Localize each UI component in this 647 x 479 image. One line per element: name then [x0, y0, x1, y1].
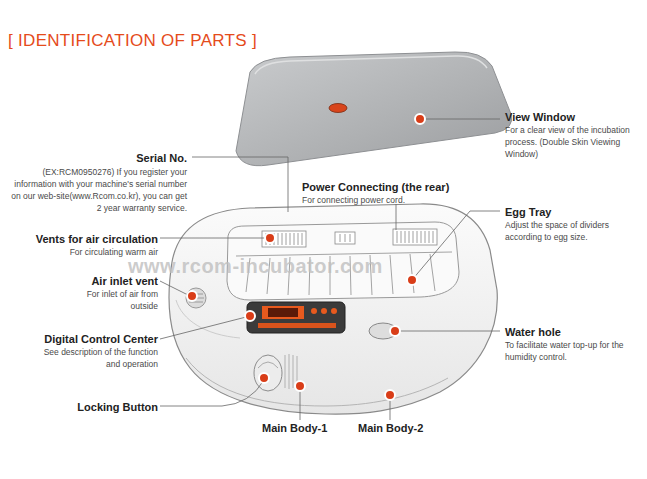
body-seam — [186, 358, 448, 406]
lid-highlight — [255, 56, 487, 74]
part-name: Digital Control Center — [0, 332, 158, 346]
part-name: Main Body-2 — [358, 421, 448, 435]
air-inlet-vent — [186, 288, 206, 308]
part-description: See description of the function and oper… — [36, 346, 158, 370]
title: [ IDENTIFICATION OF PARTS ] — [8, 31, 257, 51]
part-description: For inlet of air from outside — [76, 288, 158, 312]
main-body — [169, 204, 497, 414]
watermark: www.rcom-incubator.com — [128, 253, 428, 279]
part-name: Power Connecting (the rear) — [302, 180, 482, 194]
part-name: Main Body-1 — [262, 421, 352, 435]
air-vents — [262, 229, 437, 247]
lid-knob — [329, 104, 347, 113]
part-name: Water hole — [505, 325, 643, 339]
lid — [236, 52, 512, 166]
part-description: Adjust the space of dividers according t… — [505, 219, 633, 243]
control-panel — [247, 302, 345, 333]
part-name: Serial No. — [7, 151, 187, 165]
part-description: For a clear view of the incubation proce… — [505, 124, 637, 160]
part-name: Egg Tray — [505, 205, 643, 219]
part-name: Locking Button — [0, 400, 158, 414]
part-name: View Window — [505, 110, 643, 124]
part-description: For connecting power cord. — [302, 194, 452, 206]
part-description: To facilitate water top-up for the humid… — [505, 339, 630, 363]
part-name: Vents for air circulation — [0, 232, 158, 246]
part-description: (EX:RCM0950276) If you register your inf… — [7, 166, 187, 214]
